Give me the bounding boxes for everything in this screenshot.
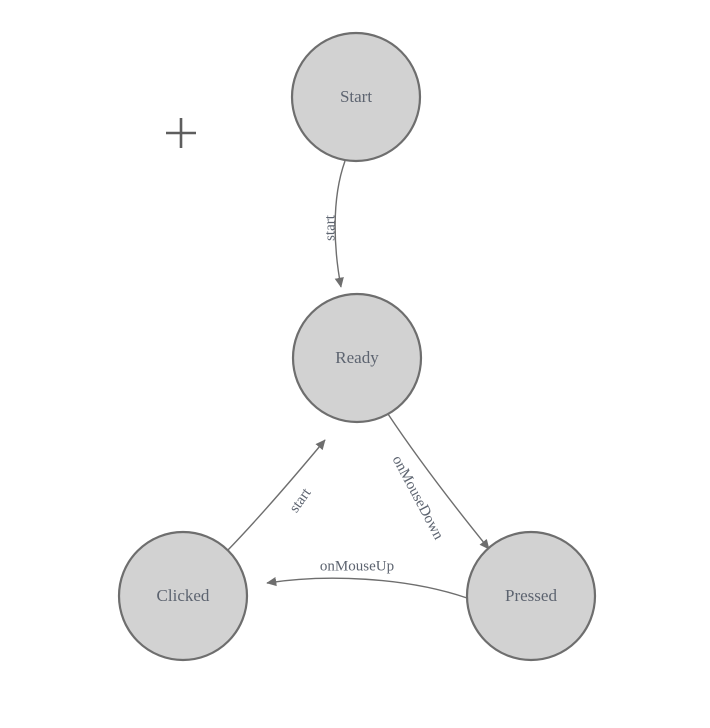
edge-ready-to-pressed[interactable]: onMouseDown (387, 413, 490, 550)
node-clicked[interactable]: Clicked (117, 530, 249, 662)
edge-path (225, 439, 326, 553)
edge-label-pressed-to-clicked: onMouseUp (320, 558, 394, 574)
node-ready-label: Ready (335, 348, 379, 367)
node-start[interactable]: Start (290, 31, 422, 163)
edge-label-start-to-ready: start (322, 214, 338, 241)
node-ready[interactable]: Ready (291, 292, 423, 424)
edge-pressed-to-clicked[interactable]: onMouseUp (266, 558, 468, 599)
edge-label-ready-to-pressed: onMouseDown (389, 453, 447, 543)
node-clicked-label: Clicked (157, 586, 210, 605)
edge-path (387, 413, 490, 550)
node-pressed-label: Pressed (505, 586, 557, 605)
node-ready-circle[interactable] (291, 292, 423, 424)
node-pressed-circle[interactable] (465, 530, 597, 662)
edge-path (266, 576, 468, 599)
node-start-label: Start (340, 87, 372, 106)
crosshair-icon (166, 118, 196, 148)
edge-label-clicked-to-ready: start (287, 485, 315, 516)
node-clicked-circle[interactable] (117, 530, 249, 662)
edge-start-to-ready[interactable]: start (322, 160, 346, 288)
edge-path (334, 160, 346, 288)
node-start-circle[interactable] (290, 31, 422, 163)
node-pressed[interactable]: Pressed (465, 530, 597, 662)
edge-clicked-to-ready[interactable]: start (225, 439, 326, 553)
nodes-layer: Start Ready Clicked Pressed (117, 31, 597, 662)
